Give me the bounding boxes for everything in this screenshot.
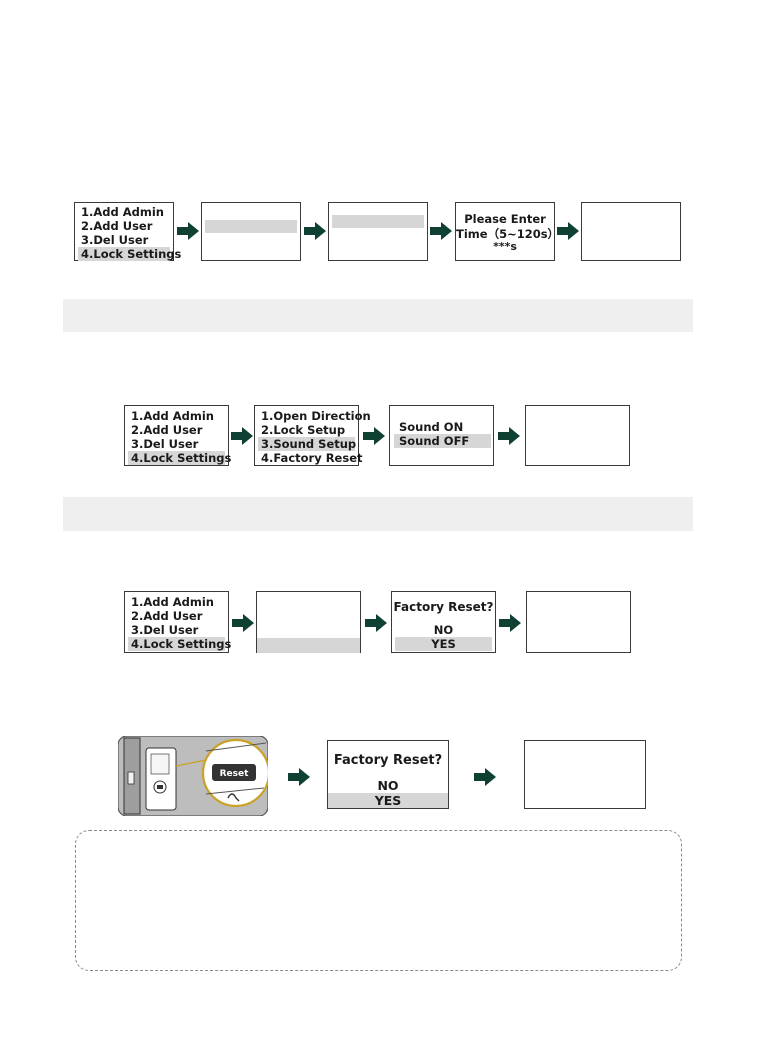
menu-item-sound-off: Sound OFF [394,434,491,448]
menu-item-add-admin: 1.Add Admin [81,205,164,219]
lcd-lock-settings-blank-reset [256,591,361,653]
factory-reset-question: Factory Reset? [333,753,443,768]
lcd-factory-reset-confirm: Factory Reset? NO YES [391,591,496,653]
menu-item-add-user: 2.Add User [81,219,153,233]
lcd-main-menu-row3: 1.Add Admin 2.Add User 3.Del User 4.Lock… [124,591,231,653]
arrow-right-icon [498,427,520,445]
arrow-right-icon [232,614,254,632]
lcd-lock-settings-menu: 1.Open Direction 2.Lock Setup 3.Sound Se… [254,405,371,466]
factory-reset-question: Factory Reset? [393,600,494,614]
arrow-right-icon [557,222,579,240]
menu-item-factory-reset: 4.Factory Reset [261,451,363,465]
arrow-right-icon [288,768,310,786]
time-prompt-line3: ***s [493,240,517,253]
arrow-right-icon [363,427,385,445]
menu-item-lock-settings: 4.Lock Settings [128,451,231,465]
section-header-band [63,497,693,531]
menu-item-open-direction: 1.Open Direction [261,409,371,423]
lcd-main-menu-row1: 1.Add Admin 2.Add User 3.Del User 4.Lock… [74,202,181,261]
lcd-result-blank [526,591,631,653]
lcd-result-blank [524,740,646,809]
menu-item-del-user: 3.Del User [131,437,199,451]
arrow-right-icon [177,222,199,240]
menu-item-lock-settings: 4.Lock Settings [78,247,181,261]
lcd-lock-setup-blank [328,202,428,261]
option-no: NO [433,623,454,637]
arrow-right-icon [365,614,387,632]
lock-device-image: Reset [117,735,271,817]
menu-item-add-user: 2.Add User [131,423,203,437]
menu-item-add-admin: 1.Add Admin [131,595,214,609]
time-prompt-line1: Please Enter [464,212,546,226]
menu-item-sound-on: Sound ON [399,420,464,434]
menu-item-sound-setup: 3.Sound Setup [258,437,356,451]
lcd-time-prompt: Please Enter Time（5~120s） ***s [455,202,560,261]
arrow-right-icon [499,614,521,632]
arrow-right-icon [430,222,452,240]
menu-item-del-user: 3.Del User [131,623,199,637]
highlight-bar [205,220,297,233]
device-reset-illustration: Reset [117,735,271,817]
menu-item-del-user: 3.Del User [81,233,149,247]
svg-text:Reset: Reset [220,769,249,779]
highlight-bar [328,793,448,808]
lcd-factory-reset-confirm-large: Factory Reset? NO YES [327,740,449,809]
section-header-band [63,299,693,332]
lcd-lock-settings-blank [201,202,301,261]
lcd-sound-menu: Sound ON Sound OFF [389,405,494,466]
menu-item-lock-setup: 2.Lock Setup [261,423,346,437]
arrow-right-icon [304,222,326,240]
note-box [75,830,682,971]
lcd-main-menu-row2: 1.Add Admin 2.Add User 3.Del User 4.Lock… [124,405,231,466]
highlight-bar [257,638,360,653]
highlight-bar [332,215,424,228]
menu-item-add-user: 2.Add User [131,609,203,623]
option-no: NO [377,778,399,793]
arrow-right-icon [231,427,253,445]
lcd-result-blank [525,405,630,466]
highlight-bar [395,637,492,651]
menu-item-lock-settings: 4.Lock Settings [128,637,231,651]
time-prompt-line2: Time（5~120s） [456,227,560,241]
lcd-result-blank [581,202,681,261]
arrow-right-icon [474,768,496,786]
option-yes: YES [374,793,402,808]
menu-item-add-admin: 1.Add Admin [131,409,214,423]
option-yes: YES [431,637,456,651]
